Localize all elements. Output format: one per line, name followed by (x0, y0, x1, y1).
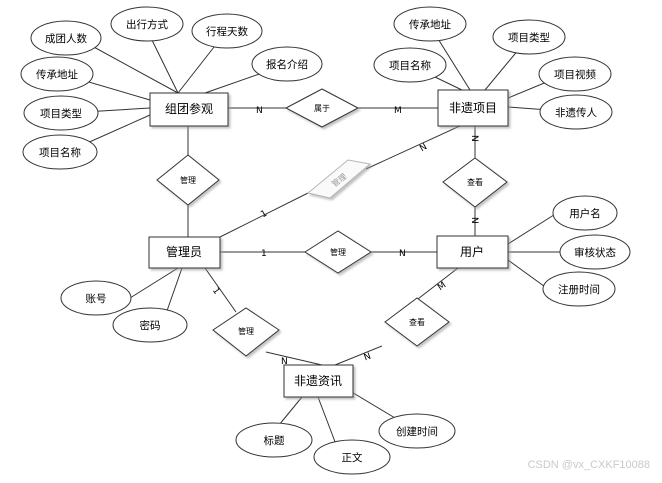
cardinality-admin-user: 1 (261, 249, 267, 259)
attribute-gt-name-label: 项目名称 (39, 146, 81, 159)
entity-user: 用户 (436, 235, 509, 269)
attribute-news-title-label: 标题 (264, 435, 285, 447)
attribute-gt-type: 项目类型 (23, 95, 99, 131)
cardinality-admin-manage-hp: 1 (259, 209, 269, 221)
attribute-gt-address-label: 传承地址 (36, 68, 78, 81)
attribute-hp-inheritor: 非遗传人 (539, 94, 613, 130)
attribute-admin-password-label: 密码 (140, 319, 161, 332)
attribute-gt-intro-label: 报名介绍 (266, 58, 308, 71)
attribute-hp-name: 项目名称 (373, 47, 447, 83)
entity-heritage-project: 非遗项目 (437, 89, 509, 127)
attribute-news-title: 标题 (235, 422, 313, 458)
attribute-gt-size: 成团人数 (30, 20, 102, 56)
attribute-user-review-label: 审核状态 (574, 246, 616, 259)
attribute-hp-video-label: 项目视频 (554, 68, 596, 81)
attribute-user-regtime: 注册时间 (542, 271, 616, 307)
entity-heritage-project-label: 非遗项目 (449, 101, 497, 115)
attribute-gt-address: 传承地址 (20, 56, 94, 92)
attribute-hp-address-label: 传承地址 (409, 18, 451, 31)
entity-heritage-news: 非遗资讯 (283, 364, 354, 398)
entity-group-tour: 组团参观 (149, 92, 229, 127)
relationship-manage-user-label: 管理 (330, 247, 346, 257)
attribute-news-created-label: 创建时间 (396, 425, 438, 438)
cardinality-hp-manage-side: N (418, 142, 429, 154)
attribute-gt-travel-label: 出行方式 (126, 18, 168, 31)
cardinality-hp-view: N (469, 135, 479, 142)
watermark: CSDN @vx_CXKF10088 (527, 459, 650, 471)
attribute-hp-address: 传承地址 (393, 6, 467, 42)
entity-group-tour-label: 组团参观 (165, 101, 213, 116)
relationship-view-heritage-project: 查看 (442, 157, 508, 208)
attribute-hp-type: 项目类型 (492, 19, 566, 55)
attribute-user-name: 用户名 (552, 195, 618, 231)
relationship-manage-heritage-project: 管理 (306, 159, 372, 199)
attribute-user-review: 审核状态 (559, 234, 631, 270)
cardinality-hp-belongs: M (394, 106, 402, 116)
relationship-view-heritage-project-label: 查看 (467, 177, 483, 187)
relationship-belongs: 属于 (284, 88, 360, 128)
cardinality-admin-news: 1 (210, 286, 221, 296)
cardinality-news-admin: N (281, 357, 288, 367)
attribute-hp-video: 项目视频 (538, 56, 612, 92)
cardinality-gt-belongs: N (256, 106, 263, 116)
relationship-manage-news: 管理 (212, 307, 280, 357)
relationship-view-news: 查看 (384, 297, 450, 347)
attribute-gt-size-label: 成团人数 (45, 32, 87, 45)
attribute-hp-inheritor-label: 非遗传人 (555, 106, 597, 119)
entity-heritage-news-label: 非遗资讯 (294, 374, 342, 388)
attribute-gt-days-label: 行程天数 (206, 25, 248, 38)
attribute-hp-type-label: 项目类型 (508, 31, 550, 44)
attribute-user-name-label: 用户名 (569, 207, 601, 220)
attribute-news-created: 创建时间 (378, 413, 456, 449)
cardinality-user-view-hp: N (469, 217, 479, 224)
relationship-belongs-label: 属于 (314, 104, 330, 113)
entity-user-label: 用户 (460, 244, 484, 259)
attribute-hp-name-label: 项目名称 (389, 59, 431, 72)
relationship-manage-user: 管理 (304, 230, 372, 274)
attribute-admin-account: 账号 (60, 280, 132, 316)
relationship-manage-news-label: 管理 (238, 326, 254, 336)
attribute-gt-type-label: 项目类型 (40, 107, 82, 120)
cardinality-user-news: M (436, 280, 448, 293)
attribute-news-body-label: 正文 (342, 451, 363, 464)
entity-admin-label: 管理员 (166, 244, 202, 259)
relationship-manage-group-tour-label: 管理 (180, 175, 196, 185)
cardinality-news-user: N (363, 352, 373, 364)
relationship-manage-group-tour: 管理 (156, 154, 220, 206)
attribute-user-regtime-label: 注册时间 (558, 283, 600, 296)
attribute-gt-travel: 出行方式 (110, 6, 184, 42)
attribute-gt-name: 项目名称 (22, 134, 98, 170)
attribute-gt-days: 行程天数 (191, 13, 263, 49)
cardinality-user-admin: N (399, 249, 406, 259)
attribute-admin-account-label: 账号 (86, 293, 107, 305)
relationship-view-news-label: 查看 (409, 317, 425, 327)
attribute-gt-intro: 报名介绍 (251, 46, 323, 82)
attribute-admin-password: 密码 (112, 307, 188, 343)
attribute-news-body: 正文 (313, 439, 391, 475)
entity-admin: 管理员 (148, 236, 221, 269)
